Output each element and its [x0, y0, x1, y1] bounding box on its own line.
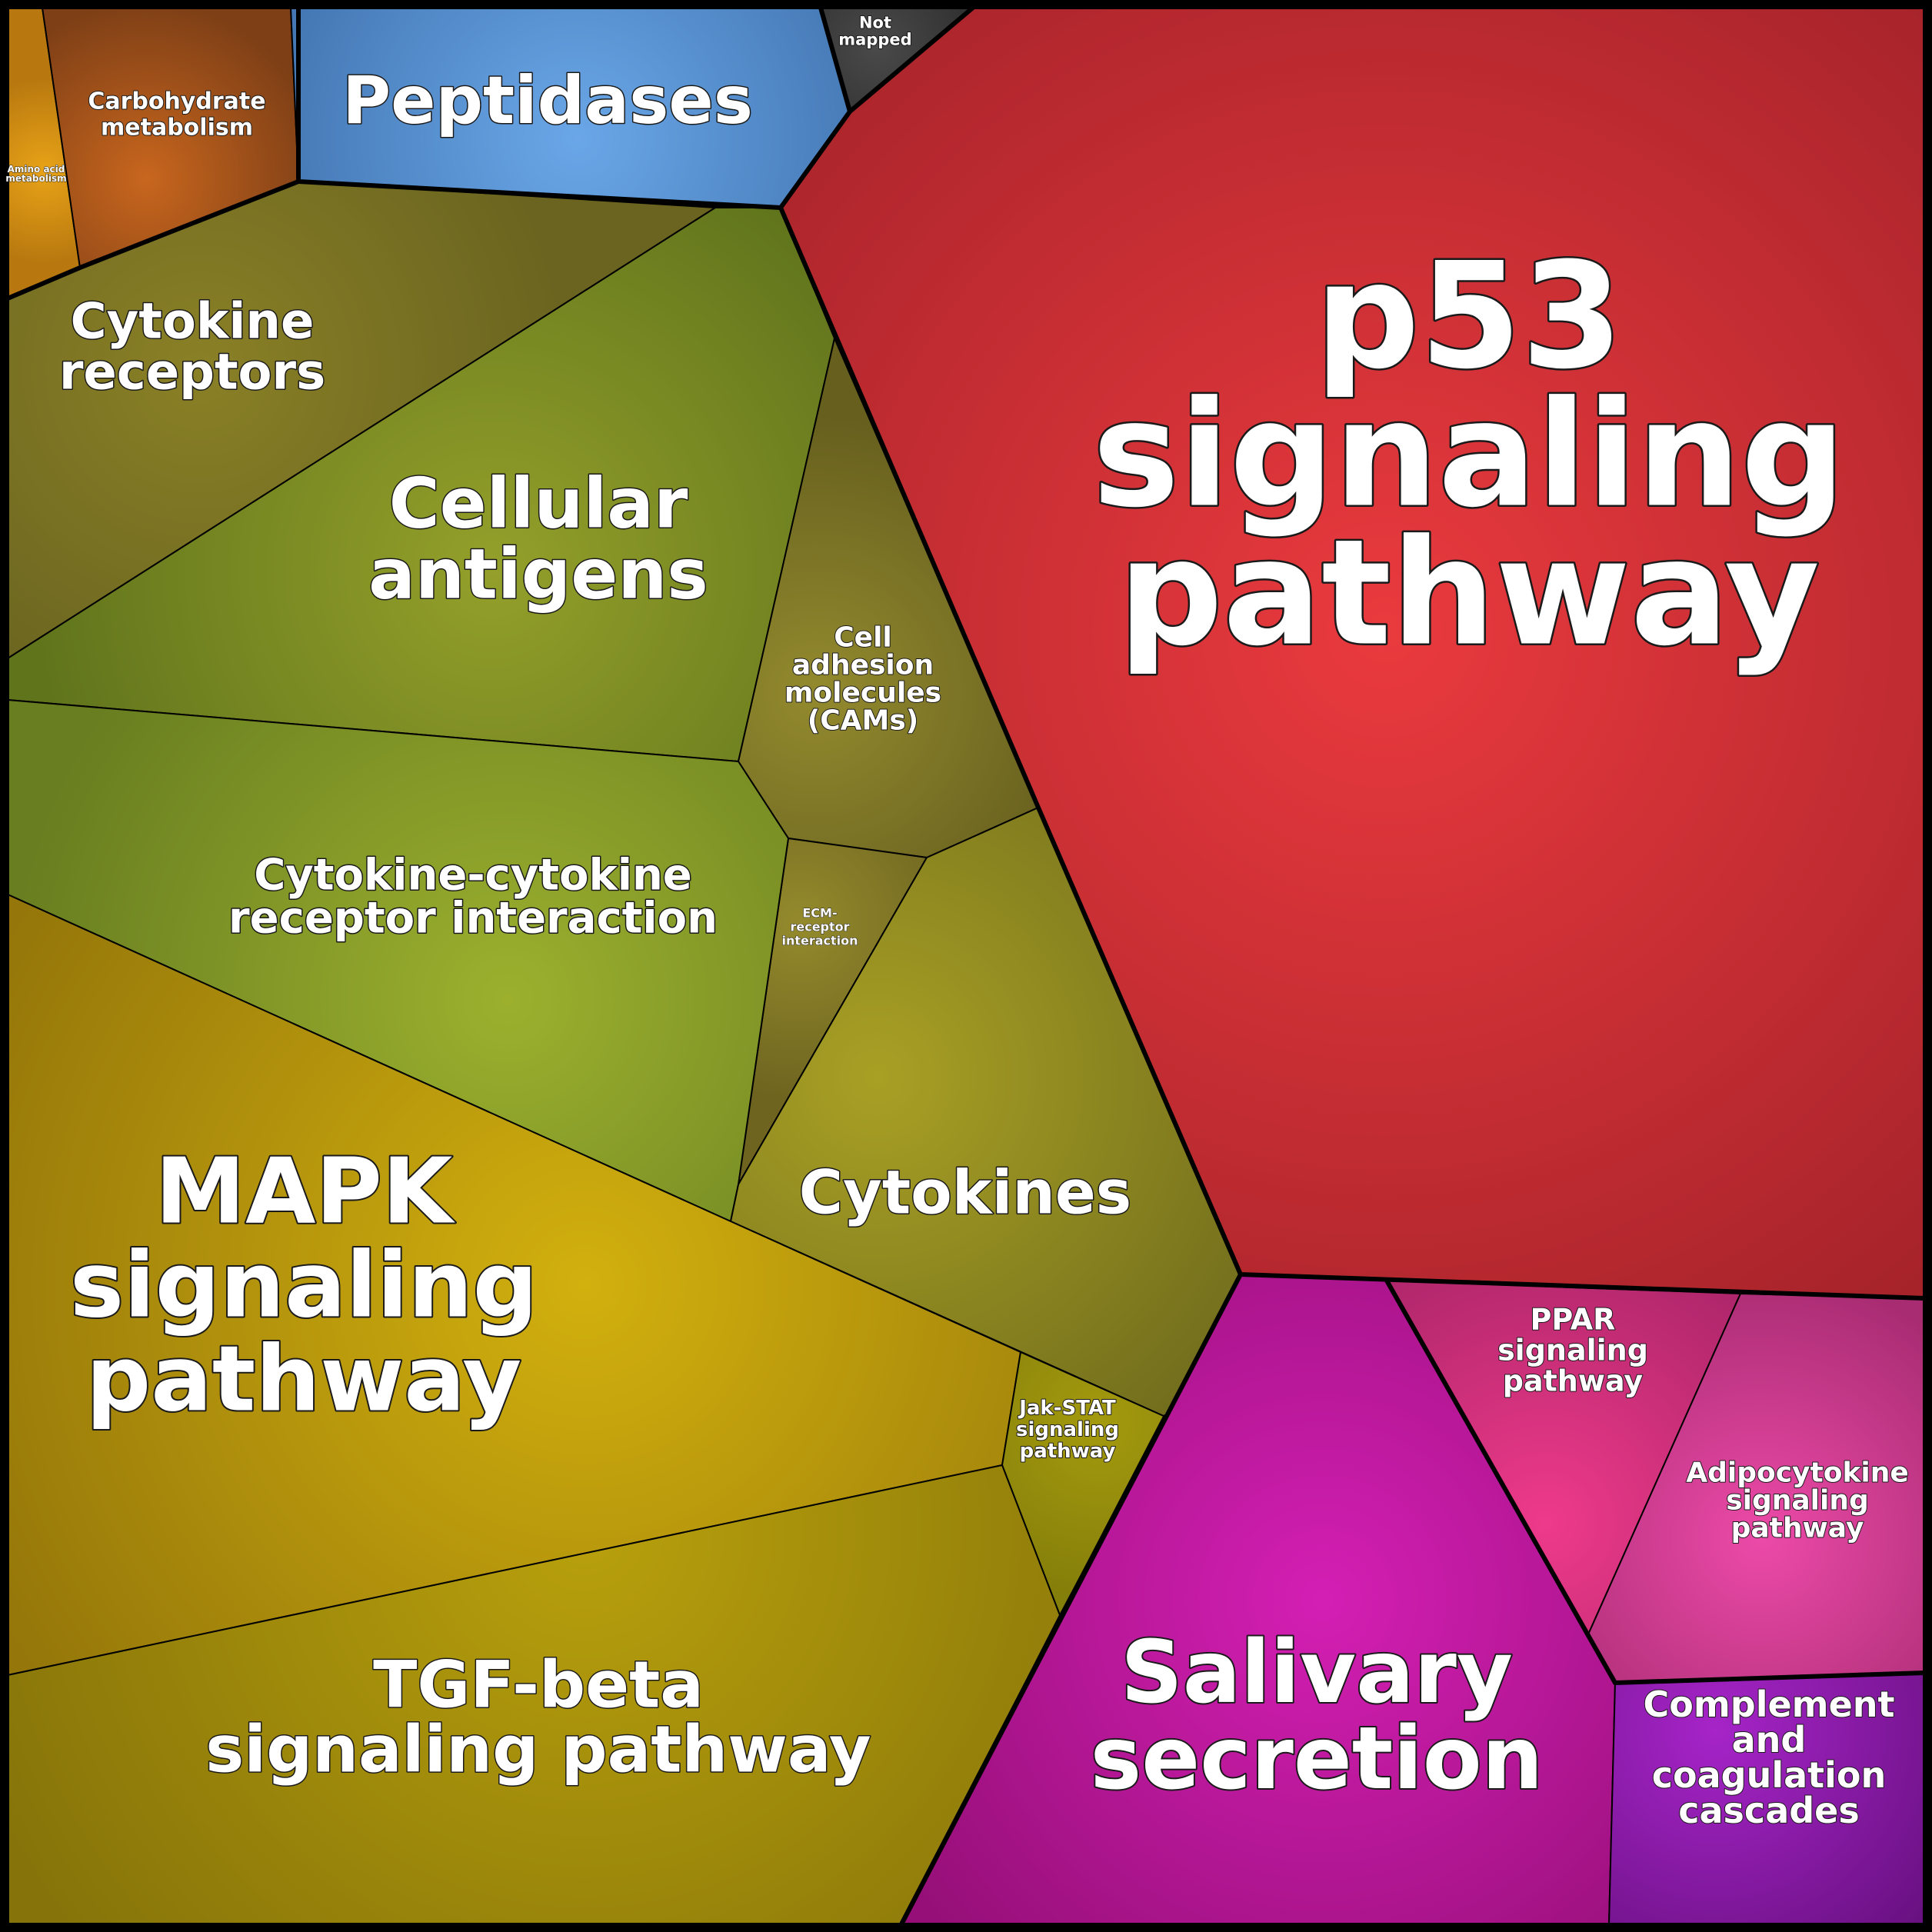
salivary-secretion-label-line: Salivary — [1121, 1623, 1513, 1723]
carbohydrate-metabolism-label-line: metabolism — [101, 115, 253, 142]
ppar-signaling-pathway-label-line: PPAR — [1531, 1302, 1616, 1336]
ecm-receptor-interaction-label-line: ECM- — [802, 906, 837, 921]
cytokines-label: Cytokines — [799, 1158, 1131, 1227]
adipocytokine-signaling-pathway-label-line: pathway — [1731, 1513, 1864, 1544]
cytokine-cytokine-receptor-interaction-label-line: Cytokine-cytokine — [254, 851, 692, 901]
tgf-beta-signaling-pathway-label-line: signaling pathway — [205, 1711, 871, 1787]
cytokine-cytokine-receptor-interaction-label-line: receptor interaction — [228, 894, 718, 944]
tgf-beta-signaling-pathway-label-line: TGF-beta — [373, 1647, 704, 1722]
p53-signaling-pathway-label-line: p53 — [1315, 232, 1623, 401]
jak-stat-signaling-pathway-label-line: pathway — [1020, 1440, 1116, 1463]
cellular-antigens-label-line: Cellular — [389, 464, 688, 545]
mapk-signaling-pathway-label-line: pathway — [86, 1325, 521, 1431]
peptidases-label-line: Peptidases — [342, 62, 753, 139]
mapk-signaling-pathway-label-line: signaling — [70, 1231, 538, 1337]
ecm-receptor-interaction-label-line: interaction — [781, 934, 858, 948]
adipocytokine-signaling-pathway-label-line: signaling — [1726, 1485, 1869, 1517]
cytokines-label-line: Cytokines — [799, 1158, 1131, 1227]
amino-acid-metabolism-label-line: Amino acid — [8, 164, 65, 175]
group-border — [899, 1414, 1168, 1927]
ppar-signaling-pathway-label-line: signaling — [1497, 1333, 1648, 1367]
cellular-antigens-label-line: antigens — [368, 535, 708, 615]
peptidases-label: Peptidases — [342, 62, 753, 139]
ppar-signaling-pathway-label-line: pathway — [1503, 1364, 1644, 1397]
group-border — [818, 5, 852, 114]
not-mapped-label-line: Not — [859, 13, 891, 32]
carbohydrate-metabolism-label-line: Carbohydrate — [88, 88, 265, 115]
cytokine-receptors-label-line: receptors — [59, 344, 325, 401]
complement-and-coagulation-cascades-label-line: cascades — [1678, 1790, 1860, 1831]
ecm-receptor-interaction-label-line: receptor — [790, 920, 849, 934]
amino-acid-metabolism-label-line: metabolism — [5, 173, 66, 184]
jak-stat-signaling-pathway-label-line: Jak-STAT — [1018, 1397, 1116, 1420]
group-border — [5, 179, 301, 301]
group-border — [1384, 1278, 1927, 1685]
p53-signaling-pathway-label-line: pathway — [1118, 508, 1820, 678]
complement-and-coagulation-cascades-label-line: Complement — [1643, 1684, 1894, 1725]
not-mapped-label-line: mapped — [838, 30, 911, 48]
cytokine-receptors-label-line: Cytokine — [71, 293, 315, 350]
adipocytokine-signaling-pathway-label-line: Adipocytokine — [1686, 1457, 1909, 1489]
p53-signaling-pathway-label-line: signaling — [1092, 370, 1845, 540]
complement-and-coagulation-cascades-label-line: coagulation — [1652, 1754, 1887, 1796]
cell-adhesion-molecules-label-line: adhesion — [792, 650, 934, 681]
cell-adhesion-molecules-label-line: Cell — [834, 622, 892, 654]
mapk-signaling-pathway-label-line: MAPK — [155, 1138, 456, 1244]
group-border — [778, 5, 1927, 1301]
cell-adhesion-molecules-label-line: (CAMs) — [808, 705, 918, 737]
jak-stat-signaling-pathway-label-line: signaling — [1016, 1418, 1119, 1441]
complement-and-coagulation-cascades-label-line: and — [1732, 1719, 1807, 1760]
cell-adhesion-molecules-label-line: molecules — [784, 678, 941, 709]
salivary-secretion-label-line: secretion — [1091, 1709, 1544, 1809]
